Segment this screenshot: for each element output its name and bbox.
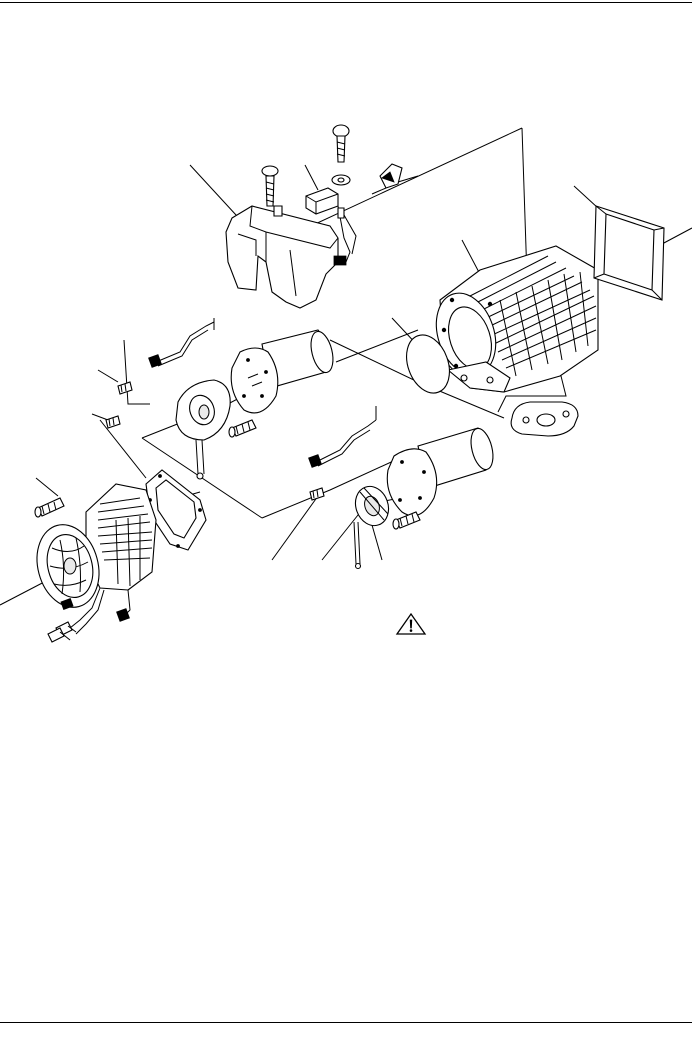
- glow-plug-lower: [393, 512, 420, 529]
- footer-rule: [0, 1022, 692, 1023]
- combustion-chamber-insert: [350, 482, 394, 569]
- heat-exchanger: [426, 246, 598, 392]
- glow-plug-upper: [229, 420, 256, 437]
- sensor-cable-lower: [309, 406, 376, 467]
- warning-triangle-icon: [397, 614, 425, 634]
- connector-block: [306, 188, 338, 214]
- duct-frame: [594, 206, 664, 300]
- blower-wiring: [48, 588, 130, 642]
- small-screw-a: [118, 382, 132, 394]
- small-screw-b: [106, 416, 120, 428]
- control-housing: [226, 206, 338, 308]
- small-screw-c: [310, 488, 324, 500]
- housing-screw-right: [332, 125, 350, 185]
- exchanger-gasket: [399, 329, 457, 399]
- burner-tube-lower: [387, 426, 497, 516]
- burner-tube-upper: [231, 329, 337, 413]
- sensor-clip: [372, 164, 418, 194]
- exhaust-gasket: [511, 402, 578, 436]
- burner-flange-upper: [176, 380, 230, 479]
- sensor-cable-upper: [149, 318, 214, 367]
- control-wiring: [334, 206, 356, 265]
- header-rule: [0, 2, 692, 3]
- housing-screw-left: [262, 166, 278, 206]
- blower-assembly: [28, 484, 156, 614]
